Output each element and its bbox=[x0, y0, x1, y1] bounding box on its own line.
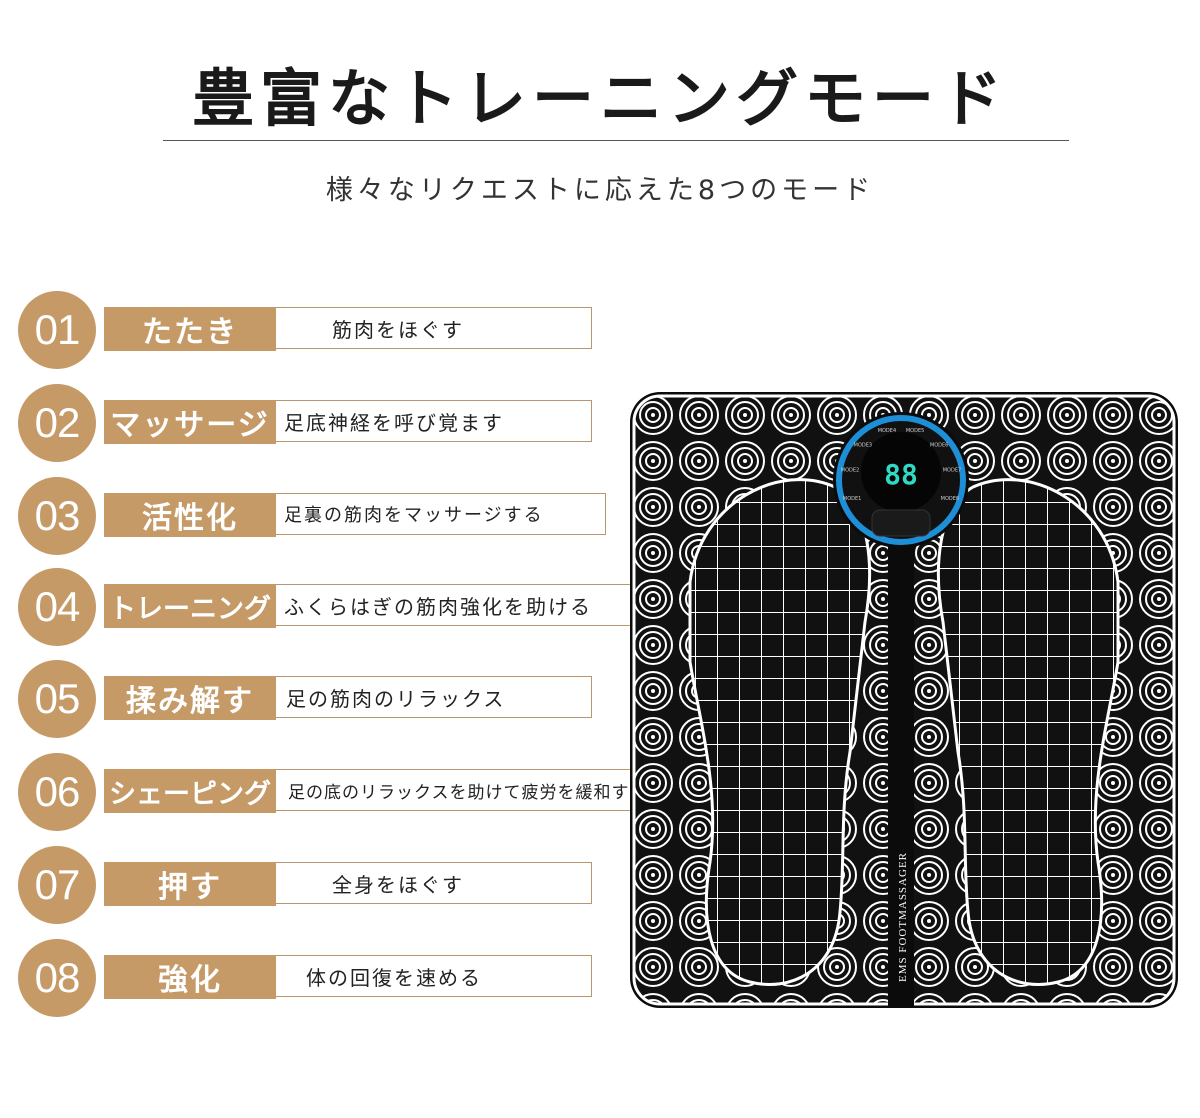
mode-description: 全身をほぐす bbox=[276, 862, 592, 904]
mode-number-badge: 03 bbox=[18, 477, 96, 555]
left-foot-outline bbox=[688, 478, 872, 986]
mode-description: 足裏の筋肉をマッサージする bbox=[276, 493, 606, 535]
right-foot-outline bbox=[936, 478, 1120, 986]
page-title: 豊富なトレーニングモード bbox=[191, 62, 1008, 135]
mode-ring-label: MODE2 bbox=[841, 468, 859, 474]
foot-massager-mat-illustration: 88 EMS FOOTMASSAGER MODE1 MODE2 MODE3 MODE4… bbox=[630, 392, 1178, 1008]
title-divider bbox=[163, 140, 1069, 141]
mode-name-label: 強化 bbox=[104, 955, 276, 999]
mode-ring-label: MODE8 bbox=[941, 496, 959, 502]
mode-name-label: トレーニング bbox=[104, 584, 276, 628]
mode-number-badge: 01 bbox=[18, 291, 96, 369]
mode-number-badge: 05 bbox=[18, 660, 96, 738]
mode-ring-label: MODE6 bbox=[930, 443, 948, 449]
mode-number-badge: 08 bbox=[18, 939, 96, 1017]
mode-name-label: たたき bbox=[104, 307, 276, 351]
mode-name-label: 活性化 bbox=[104, 493, 276, 537]
mode-ring-label: MODE4 bbox=[878, 428, 896, 434]
mode-name-label: 揉み解す bbox=[104, 676, 276, 720]
foot-massager-mat: 88 EMS FOOTMASSAGER MODE1 MODE2 MODE3 MODE4… bbox=[630, 392, 1178, 1008]
mode-description: 足底神経を呼び覚ます bbox=[276, 400, 592, 442]
mode-ring-label: MODE3 bbox=[854, 443, 872, 449]
control-display bbox=[833, 412, 969, 548]
mode-description: ふくらはぎの筋肉強化を助ける bbox=[276, 584, 633, 626]
mode-number-badge: 04 bbox=[18, 568, 96, 646]
mode-name-label: 押す bbox=[104, 862, 276, 906]
mode-ring-label: MODE1 bbox=[843, 496, 861, 502]
mode-number-badge: 07 bbox=[18, 846, 96, 924]
display-readout: 88 bbox=[884, 458, 918, 491]
mode-ring-label: MODE7 bbox=[943, 468, 961, 474]
mode-description: 足の底のリラックスを助けて疲労を緩和する bbox=[276, 769, 696, 811]
mode-number-badge: 02 bbox=[18, 384, 96, 462]
product-side-label: EMS FOOTMASSAGER bbox=[897, 852, 909, 982]
mode-number-badge: 06 bbox=[18, 753, 96, 831]
mode-name-label: マッサージ bbox=[104, 400, 276, 444]
mode-description: 筋肉をほぐす bbox=[276, 307, 592, 349]
mode-ring-label: MODE5 bbox=[906, 428, 924, 434]
mode-name-label: シェーピング bbox=[104, 769, 276, 813]
page-subtitle: 様々なリクエストに応えた8つのモード bbox=[325, 175, 875, 206]
mode-description: 足の筋肉のリラックス bbox=[276, 676, 592, 718]
mode-description: 体の回復を速める bbox=[276, 955, 592, 997]
